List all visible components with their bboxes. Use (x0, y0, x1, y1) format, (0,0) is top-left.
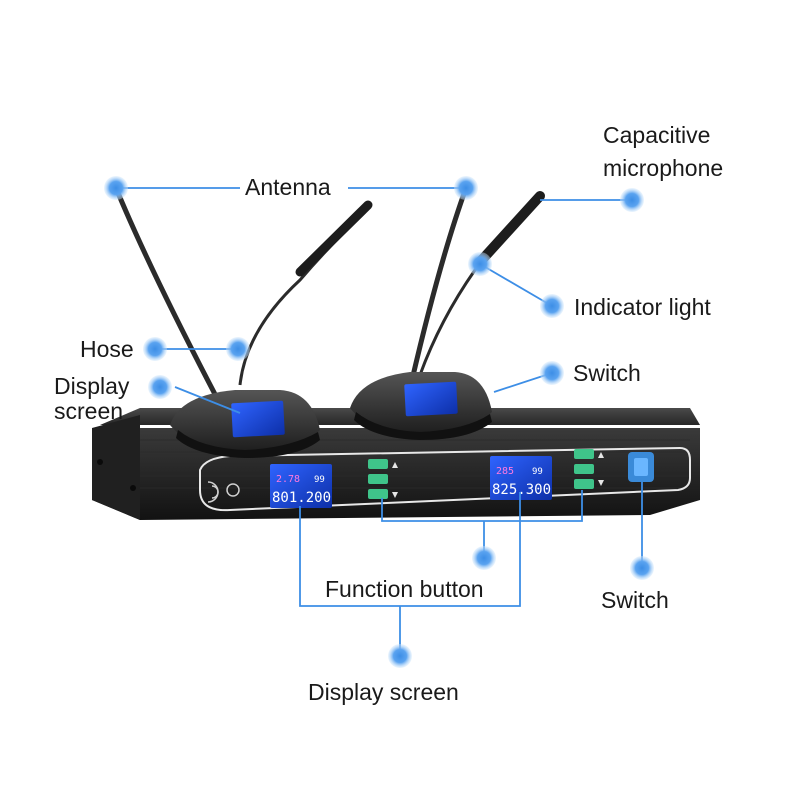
callout-dot (226, 337, 250, 361)
hose-left (238, 210, 367, 386)
label-capacitive-microphone-1: Capacitive (603, 122, 711, 148)
callout-dot (540, 361, 564, 385)
callout-dot (468, 252, 492, 276)
callout-dot (143, 337, 167, 361)
callout-dot (630, 556, 654, 580)
callout-dot (454, 176, 478, 200)
receiver-screen-right-line1: 285 (496, 466, 514, 477)
callout-dot (620, 188, 644, 212)
callout-lines (116, 187, 643, 656)
microphone-right (350, 185, 545, 440)
callout-dot (388, 644, 412, 668)
antenna-right (409, 185, 469, 383)
receiver-screen-left-line1: 2.78 (276, 474, 300, 485)
label-function-button: Function button (325, 576, 484, 602)
callout-dots (104, 176, 654, 668)
antenna-left (113, 185, 221, 403)
receiver-screen-left-line2: 99 (314, 475, 325, 485)
label-antenna: Antenna (245, 174, 331, 200)
receiver-screen-right: 285 99 825.300 (490, 456, 552, 500)
receiver-screen-left: 2.78 99 801.200 (270, 464, 332, 508)
callout-dot (104, 176, 128, 200)
receiver-screen-right-line2: 99 (532, 467, 543, 477)
label-switch-top: Switch (573, 360, 641, 386)
mic-screen-right (404, 381, 458, 417)
mic-capsule-left (295, 200, 373, 277)
label-hose: Hose (80, 336, 134, 362)
label-display-screen-left-1: Display (54, 373, 130, 399)
label-display-screen-left-2: screen (54, 398, 124, 424)
mic-capsule-right (475, 191, 545, 267)
receiver-screen-right-freq: 825.300 (492, 482, 551, 498)
mic-screen-left (231, 400, 285, 438)
label-capacitive-microphone-2: microphone (603, 155, 724, 181)
label-display-screen-bottom: Display screen (308, 679, 459, 705)
callout-dot (472, 546, 496, 570)
receiver-screen-left-freq: 801.200 (272, 490, 331, 506)
callout-dot (540, 294, 564, 318)
function-buttons-right (574, 449, 604, 489)
power-switch (628, 452, 654, 482)
callout-dot (148, 375, 172, 399)
label-indicator-light: Indicator light (574, 294, 711, 320)
microphone-left (113, 185, 373, 458)
wireless-logo (207, 481, 240, 503)
function-buttons-left (368, 459, 398, 499)
label-switch-bottom: Switch (601, 587, 669, 613)
